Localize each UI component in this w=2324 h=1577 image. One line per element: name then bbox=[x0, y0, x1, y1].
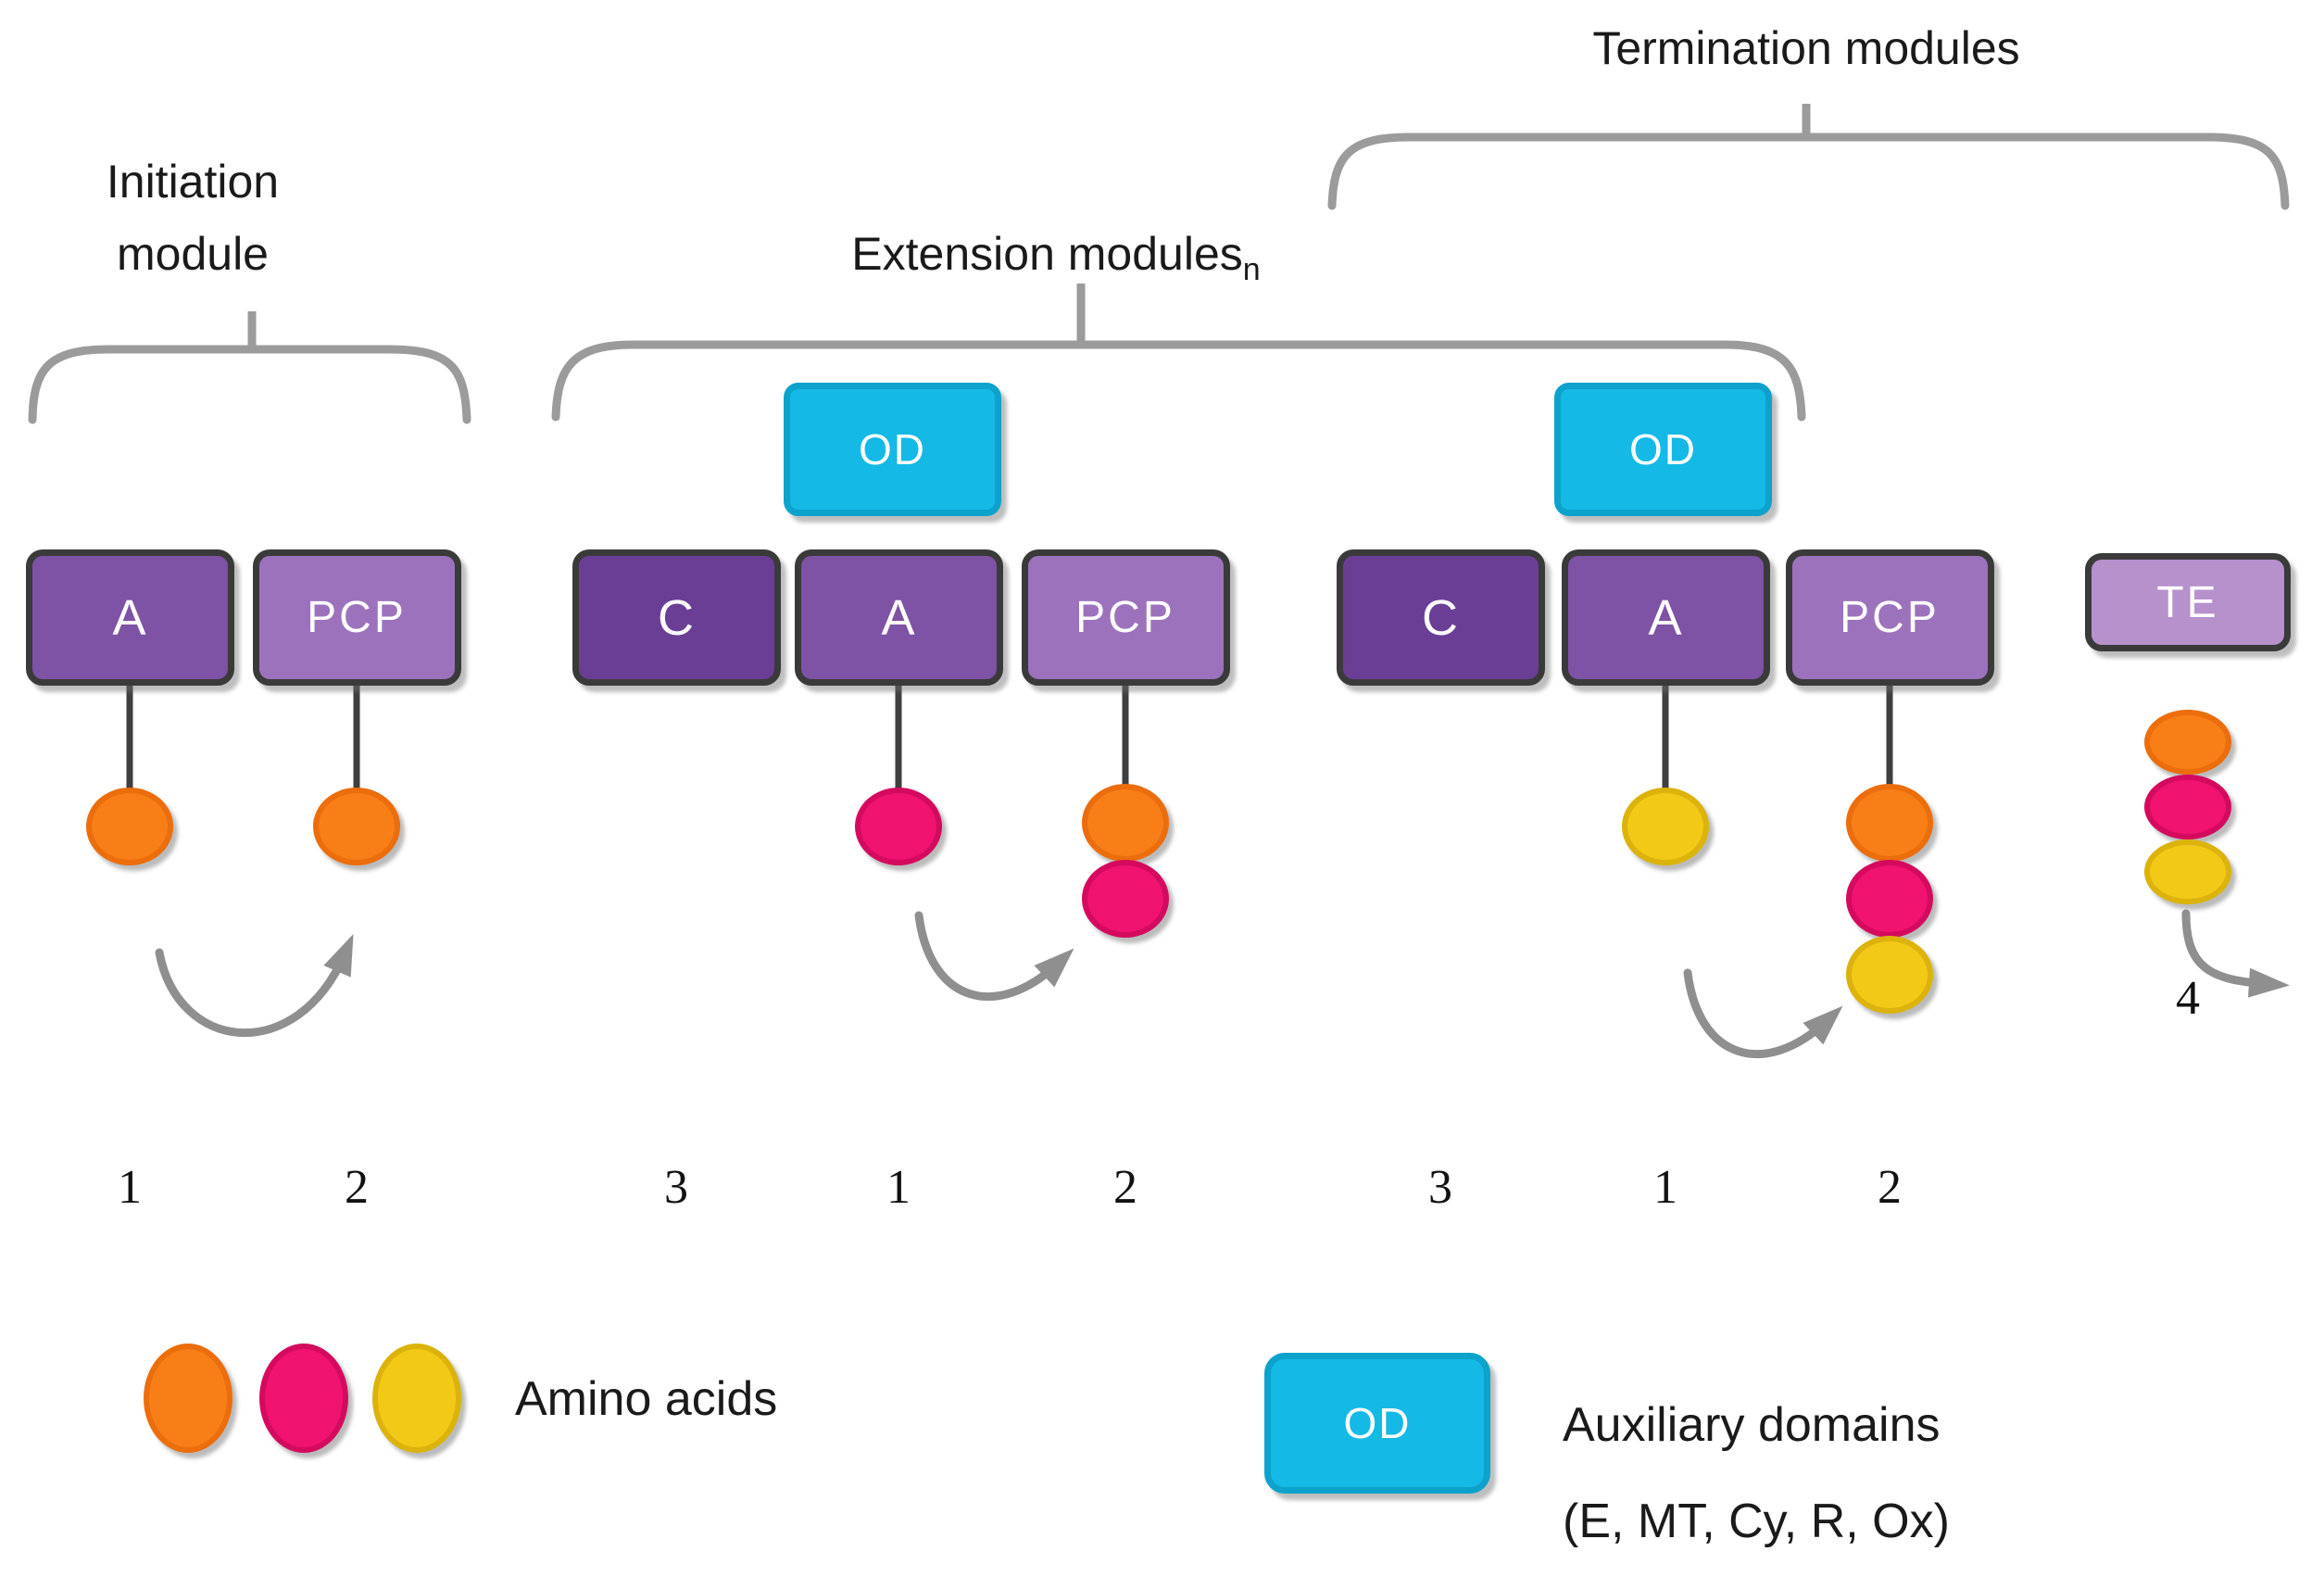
legend-amino-acid-yellow bbox=[372, 1344, 461, 1453]
initiation-module-label-line1: Initiation bbox=[106, 156, 280, 208]
module2-A-amino-acid-pink bbox=[855, 788, 942, 865]
module2-C-position-number: 3 bbox=[664, 1161, 688, 1214]
module1-PCP-position-number: 2 bbox=[345, 1161, 369, 1214]
module2-A-position-number: 1 bbox=[886, 1161, 911, 1214]
initiation-module-label-line2: module bbox=[117, 227, 269, 280]
extension-modules-label: Extension modulesn bbox=[732, 219, 1380, 295]
od-module3-box: OD bbox=[1554, 383, 1772, 516]
extension-modules-label-text: Extension modules bbox=[851, 228, 1243, 280]
termination-bracket bbox=[1327, 132, 2290, 210]
transfer-arrow-2 bbox=[914, 911, 1074, 1001]
termination-TE-position-number: 4 bbox=[2176, 972, 2200, 1025]
module3-PCP-amino-acid-pink bbox=[1846, 860, 1933, 938]
module1-PCP-domain-label: PCP bbox=[307, 593, 407, 642]
legend-od-box-label: OD bbox=[1343, 1399, 1412, 1447]
termination-TE-amino-acid-yellow bbox=[2144, 839, 2231, 904]
legend-od-box: OD bbox=[1264, 1353, 1490, 1494]
termination-TE-domain-label: TE bbox=[2156, 577, 2219, 627]
module2-A-domain-label: A bbox=[881, 589, 916, 646]
extension-modules-subscript: n bbox=[1242, 252, 1261, 287]
legend-amino-acid-pink bbox=[259, 1344, 348, 1453]
module3-A-domain-label: A bbox=[1648, 589, 1683, 646]
od-module3-label: OD bbox=[1629, 425, 1697, 473]
module1-A-amino-acid-orange bbox=[86, 788, 173, 865]
module3-PCP-position-number: 2 bbox=[1878, 1161, 1902, 1214]
module1-A-domain-label: A bbox=[112, 589, 147, 646]
module3-PCP-domain-box: PCP bbox=[1785, 549, 1994, 686]
od-module2-label: OD bbox=[859, 425, 926, 473]
termination-TE-domain-box: TE bbox=[2085, 553, 2291, 651]
module1-A-position-number: 1 bbox=[118, 1161, 142, 1214]
release-arrow bbox=[2181, 909, 2290, 998]
module1-A-domain-box: A bbox=[25, 549, 234, 686]
termination-TE-amino-acid-pink bbox=[2144, 775, 2231, 839]
module3-C-position-number: 3 bbox=[1428, 1161, 1452, 1214]
extension-bracket bbox=[551, 340, 1806, 422]
termination-modules-label: Termination modules bbox=[1592, 22, 2020, 74]
module2-PCP-domain-label: PCP bbox=[1075, 593, 1175, 642]
module2-PCP-position-number: 2 bbox=[1113, 1161, 1137, 1214]
module3-A-amino-acid-yellow bbox=[1622, 788, 1709, 865]
module3-C-domain-label: C bbox=[1422, 589, 1459, 646]
od-module2-box: OD bbox=[784, 383, 1001, 516]
initiation-module-label: Initiation module bbox=[7, 146, 378, 290]
module3-A-domain-box: A bbox=[1561, 549, 1770, 686]
module3-PCP-amino-acid-orange bbox=[1846, 784, 1933, 862]
module2-C-domain-box: C bbox=[572, 549, 781, 686]
module2-PCP-amino-acid-pink bbox=[1082, 860, 1169, 938]
module3-A-position-number: 1 bbox=[1653, 1161, 1677, 1214]
module3-C-domain-box: C bbox=[1336, 549, 1545, 686]
module1-PCP-amino-acid-orange bbox=[313, 788, 400, 865]
legend-auxiliary-domains-abbreviations: (E, MT, Cy, R, Ox) bbox=[1563, 1495, 1950, 1548]
module2-PCP-amino-acid-orange bbox=[1082, 784, 1169, 862]
module3-PCP-domain-label: PCP bbox=[1840, 593, 1940, 642]
legend-amino-acids-label: Amino acids bbox=[515, 1372, 778, 1426]
module2-A-domain-box: A bbox=[794, 549, 1003, 686]
module3-PCP-amino-acid-yellow bbox=[1846, 936, 1933, 1014]
transfer-arrow-3 bbox=[1683, 968, 1843, 1058]
termination-TE-amino-acid-orange bbox=[2144, 710, 2231, 775]
initiation-bracket bbox=[28, 345, 471, 424]
transfer-arrow-1 bbox=[155, 933, 354, 1037]
module1-PCP-domain-box: PCP bbox=[252, 549, 461, 686]
module2-PCP-domain-box: PCP bbox=[1021, 549, 1230, 686]
module2-C-domain-label: C bbox=[658, 589, 695, 646]
legend-amino-acid-orange bbox=[144, 1344, 232, 1453]
legend-auxiliary-domains-label: Auxiliary domains bbox=[1563, 1398, 1941, 1452]
